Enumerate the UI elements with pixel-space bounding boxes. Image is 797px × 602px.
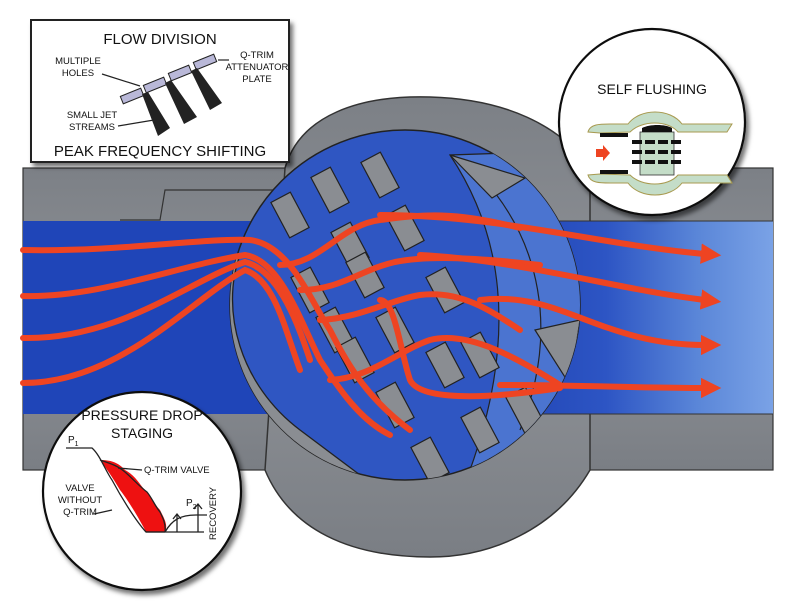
flow-streams bbox=[20, 212, 722, 438]
qtrim-valve-label: Q-TRIM VALVE bbox=[144, 465, 210, 476]
pressure-recovery-area bbox=[100, 460, 167, 532]
ball-crescent-left bbox=[230, 239, 382, 480]
flow-division-callout: FLOW DIVISION MULTIPLE HOLES Q-TRIM ATTE… bbox=[30, 19, 290, 163]
label-jet-streams-2: STREAMS bbox=[69, 122, 115, 133]
mini-valve-icon bbox=[587, 111, 733, 196]
trim-path-c bbox=[317, 291, 523, 333]
label-plate-3: PLATE bbox=[242, 74, 271, 85]
outlet-stream-1 bbox=[377, 212, 722, 264]
inlet-stream-4 bbox=[20, 266, 303, 386]
inlet-stream-3 bbox=[20, 258, 313, 363]
flow-division-footer: PEAK FREQUENCY SHIFTING bbox=[54, 143, 266, 160]
flow-arrow-icon bbox=[596, 145, 610, 161]
p2-label: P2 bbox=[186, 498, 197, 511]
self-flushing-callout: SELF FLUSHING bbox=[557, 27, 747, 217]
trim-path-d bbox=[327, 335, 563, 388]
without-qtrim-label-3: Q-TRIM bbox=[63, 507, 97, 518]
without-qtrim-label-2: WITHOUT bbox=[58, 495, 103, 506]
p1-label: P1 bbox=[68, 435, 79, 448]
pressure-drop-callout: PRESSURE DROP STAGING P1 P2 Q-TRIM VALVE… bbox=[41, 390, 243, 592]
jet-streams bbox=[142, 68, 222, 136]
outlet-stream-3 bbox=[477, 295, 722, 356]
without-qtrim-label-1: VALVE bbox=[65, 483, 94, 494]
flow-division-box bbox=[30, 19, 290, 163]
label-jet-streams-1: SMALL JET bbox=[67, 110, 118, 121]
attenuator-plate bbox=[119, 53, 218, 105]
inlet-step bbox=[120, 189, 300, 221]
trim-path-e bbox=[377, 297, 563, 400]
pressure-curve bbox=[66, 447, 207, 533]
pressure-drop-title-2: STAGING bbox=[111, 425, 173, 441]
outlet-stream-4 bbox=[497, 377, 722, 399]
recovery-label: RECOVERY bbox=[208, 486, 219, 540]
outlet-stream-2 bbox=[417, 252, 722, 310]
inlet-stream-2 bbox=[20, 251, 393, 438]
inlet-stream-1 bbox=[20, 236, 413, 433]
pressure-drop-title-1: PRESSURE DROP bbox=[81, 407, 202, 423]
ball-wedge-top bbox=[449, 154, 527, 199]
label-plate-1: Q-TRIM bbox=[240, 50, 274, 61]
self-flushing-title: SELF FLUSHING bbox=[597, 81, 707, 97]
flow-division-title: FLOW DIVISION bbox=[103, 31, 216, 48]
label-multiple-holes-1: MULTIPLE bbox=[55, 56, 101, 67]
label-multiple-holes-2: HOLES bbox=[62, 68, 94, 79]
label-plate-2: ATTENUATOR bbox=[226, 62, 289, 73]
